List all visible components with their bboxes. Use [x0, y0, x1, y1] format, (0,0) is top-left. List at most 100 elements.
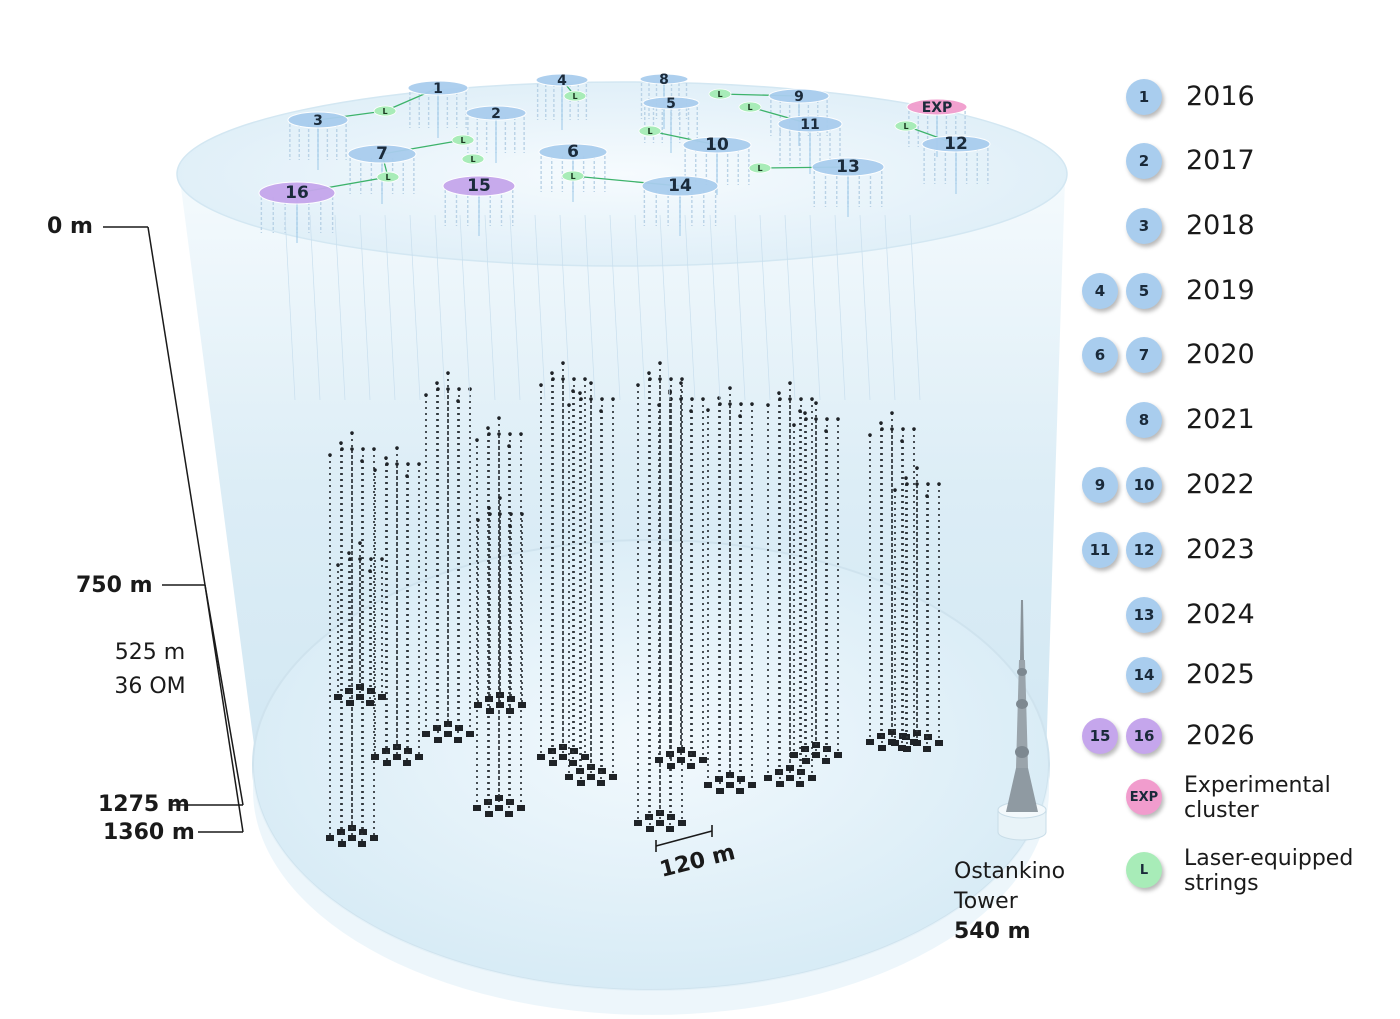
surface-cluster-number: 9 — [794, 89, 804, 105]
surface-cluster-number: 4 — [557, 73, 567, 89]
legend-year: 2026 — [1186, 720, 1255, 751]
experimental-line1: Experimental — [1184, 773, 1331, 798]
laser-marker-label: L — [572, 92, 577, 101]
surface-cluster-9: 9 — [768, 88, 830, 105]
deep-cluster — [473, 416, 525, 817]
laser-string-marker: L — [894, 120, 918, 132]
legend-row-2020: 6 7 2020 — [1080, 337, 1380, 381]
tower-height: 540 m — [954, 919, 1031, 944]
section-length-label: 525 m — [114, 640, 186, 665]
legend-cluster-badge: 7 — [1126, 337, 1162, 373]
legend-year: 2016 — [1186, 81, 1255, 112]
laser-string-text: Laser-equipped strings — [1184, 846, 1353, 896]
laser-marker-label: L — [747, 103, 752, 112]
experimental-cluster-badge: EXP — [1126, 779, 1162, 815]
laser-string-marker: L — [738, 101, 762, 113]
depth-bottom-total-label: 1360 m — [103, 820, 195, 845]
surface-cluster-6: 6 — [538, 142, 608, 162]
surface-cluster-number: 8 — [659, 72, 669, 88]
laser-string-marker: L — [638, 125, 662, 137]
legend-cluster-badge: 9 — [1082, 467, 1118, 503]
legend-year: 2018 — [1186, 210, 1255, 241]
legend-row-2021: 8 2021 — [1080, 402, 1380, 446]
surface-cluster-number: 12 — [944, 134, 968, 154]
legend-row-laser: L Laser-equipped strings — [1080, 846, 1380, 908]
deep-cluster — [537, 361, 589, 766]
legend-year: 2019 — [1186, 275, 1255, 306]
laser-marker-label: L — [570, 172, 575, 181]
surface-cluster-8: 8 — [639, 72, 689, 88]
depth-scale-line — [147, 226, 206, 586]
surface-cluster-number: 11 — [800, 117, 819, 133]
surface-cluster-11: 11 — [777, 115, 843, 133]
laser-string-marker: L — [563, 90, 587, 102]
surface-cluster-strings — [409, 92, 467, 138]
surface-cluster-1: 1 — [407, 80, 469, 97]
legend-year: 2021 — [1186, 404, 1255, 435]
depth-bottom-sections-label: 1275 m — [98, 792, 190, 817]
surface-cluster-number: 10 — [705, 135, 729, 155]
legend-cluster-badge: 4 — [1082, 273, 1118, 309]
deep-cluster — [371, 446, 423, 766]
surface-cluster-number: 16 — [285, 183, 309, 203]
legend-cluster-badge: 3 — [1126, 208, 1162, 244]
deep-cluster — [655, 381, 707, 769]
legend-row-2025: 14 2025 — [1080, 657, 1380, 701]
deep-cluster — [565, 381, 617, 786]
surface-cluster-12: 12 — [921, 134, 991, 154]
legend-row-2023: 11 12 2023 — [1080, 532, 1380, 576]
legend-row-2018: 3 2018 — [1080, 208, 1380, 252]
surface-cluster-number: 6 — [567, 142, 579, 162]
surface-cluster-strings — [467, 117, 525, 163]
surface-cluster-15: 15 — [442, 175, 516, 197]
surface-cluster-number: 7 — [376, 144, 388, 164]
surface-cluster-strings — [923, 148, 989, 194]
laser-line2: strings — [1184, 871, 1259, 896]
deep-cluster — [326, 431, 378, 847]
surface-cluster-13: 13 — [811, 157, 885, 177]
legend-row-2024: 13 2024 — [1080, 597, 1380, 641]
deep-cluster — [474, 496, 526, 714]
laser-line1: Laser-equipped — [1184, 846, 1354, 871]
surface-cluster-number: 5 — [666, 96, 676, 112]
experimental-line2: cluster — [1184, 798, 1259, 823]
surface-cluster-number: 14 — [668, 176, 692, 196]
deep-cluster — [704, 386, 756, 794]
surface-cluster-number: 3 — [313, 113, 323, 129]
surface-cluster-16: 16 — [258, 181, 336, 205]
legend-row-2019: 4 5 2019 — [1080, 273, 1380, 317]
legend-row-2017: 2 2017 — [1080, 143, 1380, 187]
surface-cluster-strings — [779, 128, 841, 174]
surface-cluster-14: 14 — [641, 175, 719, 197]
legend-row-2026: 15 16 2026 — [1080, 718, 1380, 762]
legend-cluster-badge: 1 — [1126, 79, 1162, 115]
surface-cluster-strings — [289, 124, 347, 170]
surface-cluster-strings — [444, 190, 514, 236]
laser-string-marker: L — [748, 162, 772, 174]
legend-cluster-badge: 10 — [1126, 467, 1162, 503]
deep-strings — [284, 214, 943, 847]
legend-cluster-badge: 14 — [1126, 657, 1162, 693]
deep-cluster — [764, 381, 816, 787]
laser-marker-label: L — [903, 122, 908, 131]
legend-year: 2022 — [1186, 469, 1255, 500]
deep-cluster — [790, 401, 842, 764]
legend-year: 2020 — [1186, 339, 1255, 370]
surface-cluster-3: 3 — [287, 111, 349, 129]
deep-cluster — [422, 371, 474, 743]
laser-string-marker: L — [461, 153, 485, 165]
laser-string-marker: L — [451, 134, 475, 146]
laser-string-marker: L — [376, 171, 400, 183]
surface-cluster-4: 4 — [535, 73, 589, 89]
lake-surface-disk — [176, 81, 1068, 267]
legend-year: 2017 — [1186, 145, 1255, 176]
legend-cluster-badge: 13 — [1126, 597, 1162, 633]
surface-cluster-number: 2 — [491, 106, 501, 122]
laser-marker-label: L — [385, 173, 390, 182]
laser-marker-label: L — [757, 164, 762, 173]
legend-year: 2025 — [1186, 659, 1255, 690]
laser-marker-label: L — [470, 155, 475, 164]
surface-cluster-7: 7 — [347, 144, 417, 164]
